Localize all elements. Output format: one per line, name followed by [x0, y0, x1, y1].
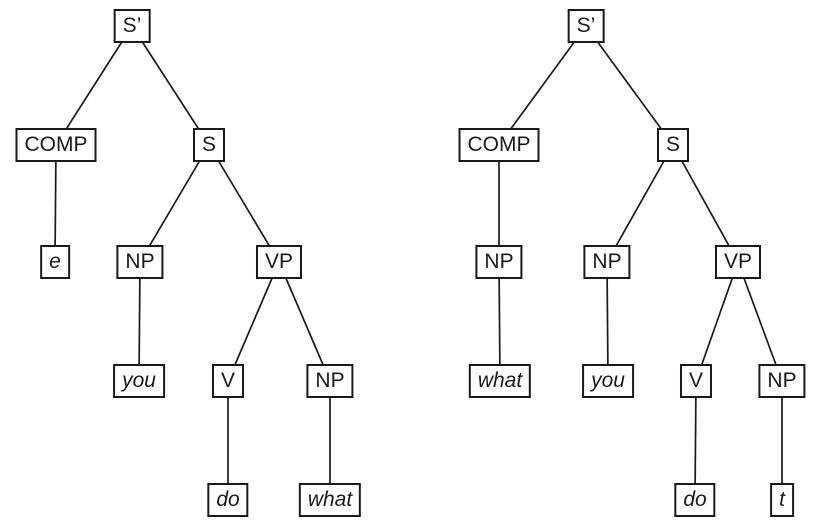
tree-node-left-tree-e: e	[40, 245, 70, 279]
tree-node-right-tree-s-bar: S’	[567, 9, 605, 43]
tree-node-left-tree-do: do	[207, 483, 249, 517]
tree-node-right-tree-s: S	[656, 128, 690, 162]
tree-edge-left-tree-s-np-subj	[139, 144, 210, 263]
tree-edge-left-tree-s-bar-s	[131, 25, 210, 146]
tree-node-left-tree-np-obj: NP	[306, 364, 354, 398]
tree-edge-right-tree-np-subj-you	[606, 261, 609, 382]
tree-node-left-tree-s-bar: S’	[113, 9, 151, 43]
tree-node-right-tree-do: do	[674, 483, 716, 517]
tree-edge-right-tree-v-do	[694, 380, 697, 501]
tree-edge-right-tree-vp-np-obj	[737, 261, 783, 382]
tree-node-right-tree-np-obj: NP	[758, 364, 806, 398]
tree-edge-right-tree-vp-v	[695, 261, 739, 382]
tree-edge-right-tree-s-bar-comp	[498, 25, 587, 146]
tree-edge-left-tree-s-bar-comp	[55, 25, 133, 146]
tree-edge-left-tree-s-vp	[208, 144, 280, 263]
tree-node-right-tree-vp: VP	[714, 245, 762, 279]
tree-node-right-tree-t: t	[770, 483, 794, 517]
tree-edge-left-tree-vp-np-obj	[278, 261, 331, 382]
tree-edge-left-tree-np-subj-you	[138, 261, 141, 382]
tree-node-right-tree-np-wh: NP	[475, 245, 523, 279]
tree-node-right-tree-v: V	[679, 364, 713, 398]
tree-node-left-tree-what: what	[298, 483, 362, 517]
tree-edge-right-tree-s-vp	[672, 144, 739, 263]
tree-node-right-tree-np-subj: NP	[583, 245, 631, 279]
tree-node-left-tree-you: you	[113, 364, 165, 398]
tree-node-right-tree-you: you	[582, 364, 634, 398]
tree-node-left-tree-s: S	[192, 128, 226, 162]
tree-edge-right-tree-s-np-subj	[606, 144, 674, 263]
tree-node-left-tree-vp: VP	[255, 245, 303, 279]
tree-node-right-tree-comp: COMP	[458, 128, 540, 162]
tree-node-left-tree-v: V	[211, 364, 245, 398]
tree-edge-left-tree-vp-v	[227, 261, 280, 382]
tree-node-left-tree-np-subj: NP	[116, 245, 164, 279]
tree-node-left-tree-comp: COMP	[15, 128, 97, 162]
tree-node-right-tree-what: what	[468, 364, 532, 398]
tree-edge-right-tree-s-bar-s	[585, 25, 674, 146]
tree-edge-right-tree-np-wh-what	[498, 261, 501, 382]
tree-edge-left-tree-comp-e	[54, 144, 57, 263]
